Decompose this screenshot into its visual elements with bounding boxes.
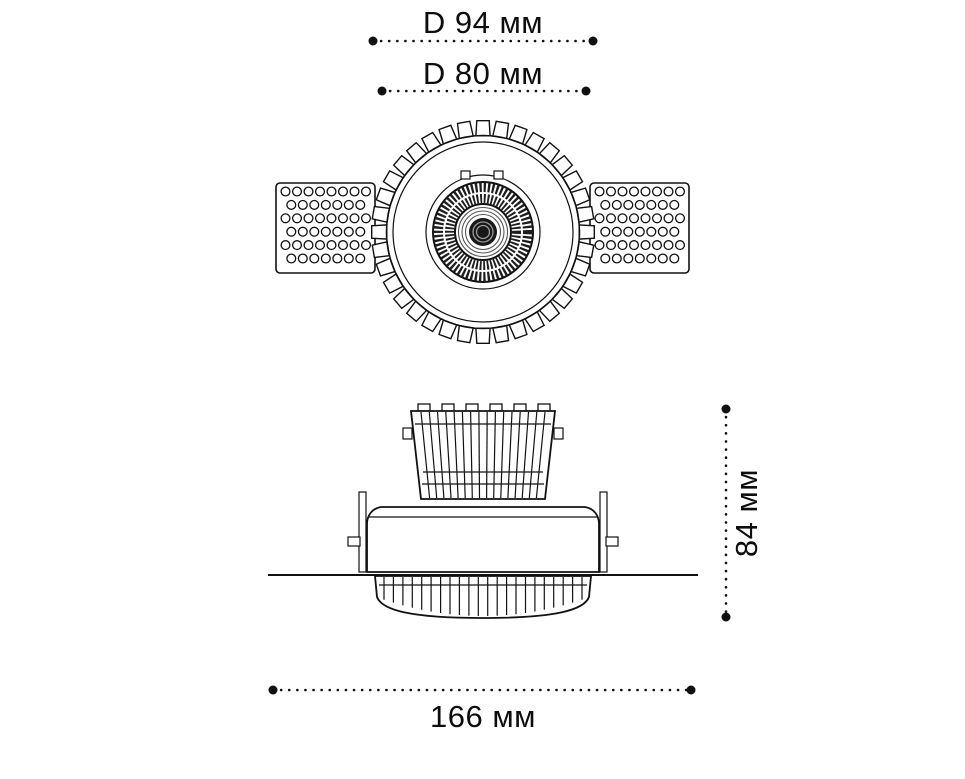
outer-diameter-label: D 94 мм bbox=[423, 5, 543, 40]
trim-body-outline bbox=[366, 506, 600, 573]
dimension-endpoint bbox=[377, 86, 387, 96]
dimension-endpoint bbox=[686, 685, 696, 695]
dimension-endpoint bbox=[268, 685, 278, 695]
cutout-diameter-label: D 80 мм bbox=[423, 56, 543, 91]
dimension-endpoint bbox=[721, 404, 731, 414]
housing-tab bbox=[460, 170, 471, 180]
mounting-clip-right bbox=[599, 491, 608, 573]
lower-fins bbox=[383, 577, 583, 616]
height-label: 84 мм bbox=[729, 469, 764, 557]
bezel-base-circle bbox=[385, 134, 581, 330]
plate-perforations-right bbox=[594, 186, 686, 264]
clip-tab-right bbox=[605, 536, 619, 547]
bezel-inner-circle bbox=[392, 141, 574, 323]
dimension-endpoint bbox=[588, 36, 598, 46]
dimension-endpoint bbox=[368, 36, 378, 46]
housing-tab bbox=[493, 170, 504, 180]
clip-tab-left bbox=[347, 536, 361, 547]
dimension-endpoint bbox=[581, 86, 591, 96]
dimension-outer-diameter: D 94 мм bbox=[368, 5, 598, 46]
mounting-clip-left bbox=[358, 491, 367, 573]
heatsink-side-tab bbox=[553, 427, 564, 440]
top-view bbox=[275, 119, 690, 344]
lower-fins-outline bbox=[374, 575, 592, 619]
width-label: 166 мм bbox=[430, 699, 536, 734]
led-housing-circle bbox=[425, 174, 541, 290]
side-view bbox=[268, 403, 698, 619]
dimension-height: 84 мм bbox=[721, 404, 764, 622]
plate-perforations-left bbox=[280, 186, 372, 264]
led-reflector bbox=[432, 181, 534, 283]
heatsink-side-tab bbox=[402, 427, 413, 440]
dimension-endpoint bbox=[721, 612, 731, 622]
dimension-cutout-diameter: D 80 мм bbox=[377, 56, 591, 96]
dimension-width: 166 мм bbox=[268, 685, 696, 734]
